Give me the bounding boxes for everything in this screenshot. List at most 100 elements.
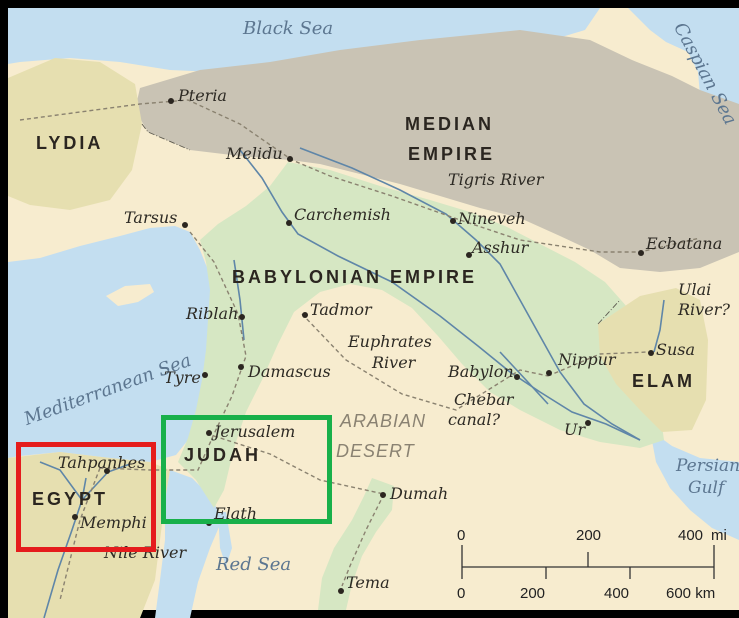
- egypt-highlight-box: [16, 442, 156, 552]
- chebar-canal-label-1: Chebar: [454, 390, 514, 409]
- ecbatana-label: Ecbatana: [646, 234, 723, 253]
- lydia-label: LYDIA: [36, 133, 104, 153]
- asshur-label: Asshur: [472, 238, 529, 257]
- trade-routes: [19, 99, 701, 601]
- route-north: [19, 99, 701, 253]
- border-babylon-elam: [597, 299, 621, 325]
- nippur-dot: [546, 370, 552, 376]
- median-empire-area: [135, 30, 739, 272]
- border-lydia-median: [141, 123, 191, 151]
- red-sea-label: Red Sea: [216, 554, 292, 575]
- nineveh-label: Nineveh: [458, 209, 526, 228]
- median-empire-label-1: MEDIAN: [405, 114, 494, 134]
- tyre-dot: [202, 372, 208, 378]
- route-elam: [547, 351, 649, 377]
- euphrates-river-label-1: Euphrates: [348, 332, 432, 351]
- river-network: [39, 147, 665, 618]
- pteria-dot: [168, 98, 174, 104]
- tahpanhes-dot: [104, 468, 110, 474]
- nile-river: [43, 477, 87, 618]
- arabian-desert-label-1: ARABIAN: [340, 411, 427, 431]
- tarsus-dot: [182, 222, 188, 228]
- chebar-canal: [499, 351, 549, 405]
- elam-area: [598, 288, 708, 432]
- carchemish-dot: [286, 220, 292, 226]
- arabian-desert-label-2: DESERT: [336, 441, 415, 461]
- babylonian-empire-area: [178, 162, 664, 508]
- scale-mi-unit: mi: [711, 527, 727, 544]
- ur-label: Ur: [564, 420, 586, 439]
- chebar-canal-label-2: canal?: [448, 410, 501, 429]
- tema-label: Tema: [346, 573, 390, 592]
- route-coast: [99, 231, 247, 471]
- damascus-dot: [238, 364, 244, 370]
- dumah-label: Dumah: [390, 484, 449, 503]
- ur-dot: [585, 420, 591, 426]
- ulai-river: [653, 299, 665, 353]
- riblah-dot: [239, 314, 245, 320]
- route-desert: [301, 313, 549, 411]
- persian-gulf-water: [650, 430, 739, 540]
- tigris-river-label: Tigris River: [448, 170, 544, 189]
- elam-label: ELAM: [632, 371, 695, 391]
- persian-gulf-label-1: Persian: [676, 456, 739, 476]
- scale-km-200: 200: [520, 585, 546, 602]
- ulai-river-label-2: River?: [678, 300, 730, 319]
- memphis-label: Memphi: [80, 513, 147, 532]
- scale-km-600: 600 km: [666, 585, 716, 602]
- elath-label: Elath: [214, 504, 258, 523]
- orontes-river: [233, 259, 245, 341]
- route-tema: [341, 493, 385, 587]
- judah-label: JUDAH: [184, 445, 262, 465]
- tarsus-label: Tarsus: [124, 208, 178, 227]
- tahpanhes-label: Tahpanhes: [58, 453, 146, 472]
- egypt-area: [8, 452, 170, 618]
- nippur-label: Nippur: [558, 350, 616, 369]
- arabian-trade-corridor: [318, 478, 394, 610]
- tyre-label: Tyre: [164, 368, 201, 387]
- gulf-of-aqaba-water: [218, 512, 232, 566]
- riblah-label: Riblah: [186, 304, 239, 323]
- jerusalem-label: Jerusalem: [214, 422, 296, 441]
- memphis-dot: [72, 514, 78, 520]
- nineveh-dot: [450, 218, 456, 224]
- nile-delta-branch: [39, 461, 83, 501]
- babylon-label: Babylon: [448, 362, 514, 381]
- scale-mi-0: 0: [457, 527, 466, 544]
- babylonian-empire-label: BABYLONIAN EMPIRE: [232, 267, 478, 287]
- jerusalem-dot: [206, 430, 212, 436]
- melidu-dot: [287, 156, 293, 162]
- ulai-river-label-1: Ulai: [678, 280, 712, 299]
- tadmor-dot: [302, 312, 308, 318]
- judah-highlight-box: [161, 415, 332, 524]
- susa-label: Susa: [656, 340, 696, 359]
- euphrates-river-label-2: River: [372, 353, 416, 372]
- black-sea-label: Black Sea: [243, 18, 334, 39]
- persian-gulf-label-2: Gulf: [688, 478, 725, 498]
- tigris-river: [299, 147, 641, 441]
- scale-km-400: 400: [604, 585, 630, 602]
- melidu-label: Melidu: [226, 144, 283, 163]
- pteria-label: Pteria: [178, 86, 227, 105]
- damascus-label: Damascus: [248, 362, 331, 381]
- scale-mi-400: 400: [678, 527, 704, 544]
- tadmor-label: Tadmor: [310, 300, 372, 319]
- dumah-dot: [380, 492, 386, 498]
- carchemish-label: Carchemish: [294, 205, 391, 224]
- euphrates-river: [239, 149, 641, 441]
- scale-mi-200: 200: [576, 527, 602, 544]
- scale-bar-lines: [461, 545, 715, 579]
- tema-dot: [338, 588, 344, 594]
- route-dumah: [213, 435, 385, 495]
- lydia-area: [8, 58, 142, 210]
- median-empire-label-2: EMPIRE: [408, 144, 496, 164]
- egypt-label: EGYPT: [32, 489, 109, 509]
- babylon-dot: [514, 374, 520, 380]
- red-sea-water: [155, 470, 222, 618]
- asshur-dot: [466, 252, 472, 258]
- cyprus-island: [106, 284, 154, 306]
- province-borders: [141, 123, 621, 325]
- mediterranean-sea-water: [8, 226, 212, 462]
